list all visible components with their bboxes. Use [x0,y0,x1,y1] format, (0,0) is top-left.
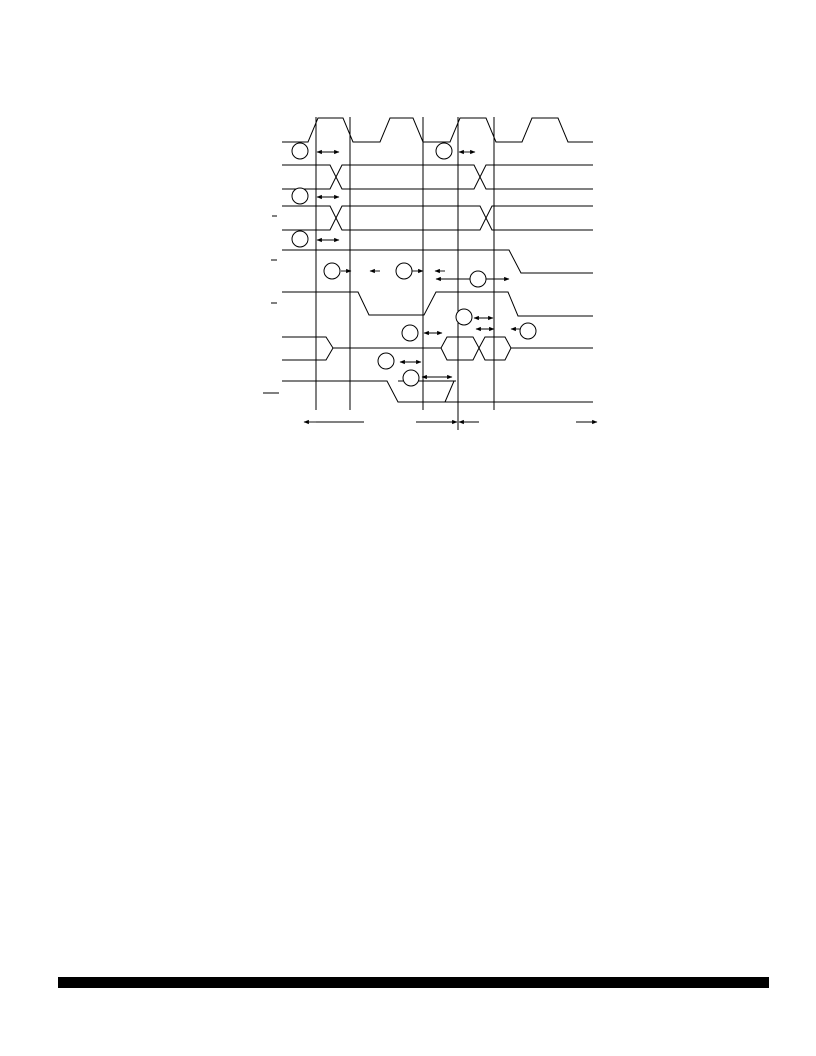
strobe-signal-1 [282,249,593,274]
data-bus [282,336,593,361]
ready-signal [282,380,593,403]
timing-ref-circle [291,187,309,205]
timing-ref-circle [323,262,341,280]
clock-waveform [282,117,593,143]
timing-ref-circle [291,230,309,248]
vertical-guides [315,117,495,430]
timing-ref-circle [291,142,309,160]
footer-rule [58,977,769,988]
timing-ref-circle [401,324,419,342]
timing-ref-circle [519,322,537,340]
timing-ref-circle [377,352,395,370]
timing-reference-circles [291,142,537,387]
bus-row-b [282,205,593,231]
bus-row-a [282,164,593,190]
timing-ref-circle [402,369,420,387]
signal-overbars [263,215,279,394]
timing-ref-circle [435,142,453,160]
timing-ref-circle [395,262,413,280]
timing-ref-circle [455,308,473,326]
strobe-signal-2 [282,291,593,317]
timing-ref-circle [469,270,487,288]
